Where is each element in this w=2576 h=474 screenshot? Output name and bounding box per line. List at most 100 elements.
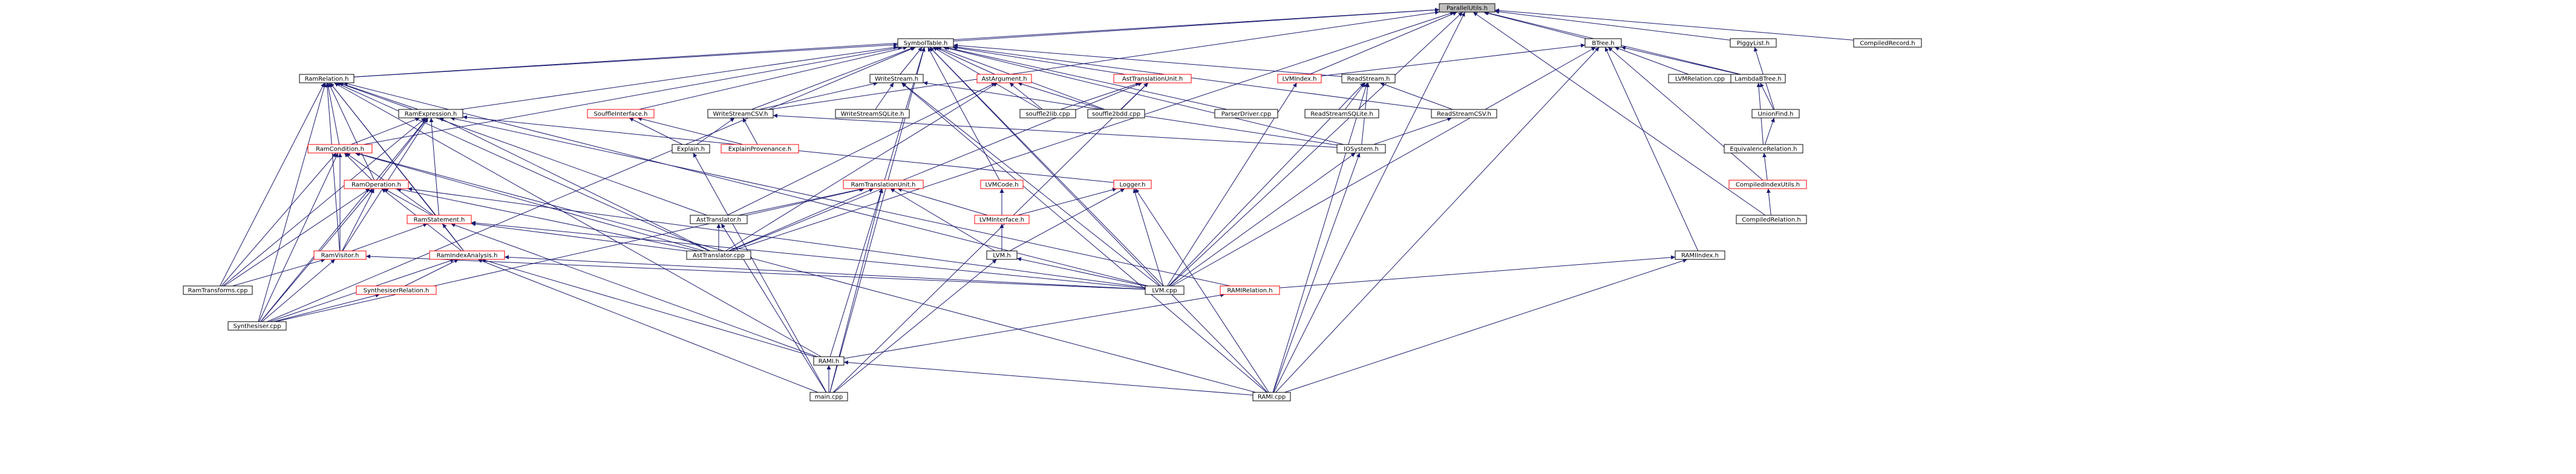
edge-IOSystem-to-ReadStreamCSV — [1373, 117, 1452, 145]
edge-RamExpression-to-SymbolTable — [460, 45, 898, 110]
node-label: LVMCode.h — [985, 182, 1018, 189]
node-label: EquivalenceRelation.h — [1730, 146, 1797, 153]
node-souffle2bdd[interactable]: souffle2bdd.cpp — [1087, 109, 1145, 118]
node-WriteStreamSQLite[interactable]: WriteStreamSQLite.h — [835, 109, 910, 118]
edge-AstTranslationUnit-to-SymbolTable — [952, 45, 1126, 75]
node-RamTransforms[interactable]: RamTransforms.cpp — [183, 285, 253, 295]
node-label: AstTranslationUnit.h — [1122, 76, 1183, 83]
node-AstArgument[interactable]: AstArgument.h — [976, 74, 1032, 83]
node-RAMIRelation[interactable]: RAMIRelation.h — [1220, 285, 1280, 295]
node-RamOperation[interactable]: RamOperation.h — [344, 180, 409, 189]
node-RamCondition[interactable]: RamCondition.h — [307, 144, 373, 154]
node-ParserDriver[interactable]: ParserDriver.cpp — [1214, 109, 1278, 118]
edge-RAMIcpp-to-RamIndex — [1284, 258, 1687, 393]
edge-RamOperation-to-RamExpression — [379, 117, 428, 181]
node-souffle2lib[interactable]: souffle2lib.cpp — [1019, 109, 1076, 118]
node-BTree[interactable]: BTree.h — [1584, 38, 1622, 48]
edge-LVMcpp-to-LVMh — [1016, 257, 1146, 287]
node-label: IOSystem.h — [1344, 146, 1379, 153]
node-LVMh[interactable]: LVM.h — [986, 250, 1018, 260]
edge-SouffleInterface-to-SymbolTable — [639, 46, 907, 110]
edge-RAMIcpp-to-ReadStream — [1272, 82, 1368, 393]
node-label: RAMI.cpp — [1258, 394, 1286, 401]
edge-AstTranslatorCpp-to-RamOperation — [396, 187, 699, 252]
node-label: RamIndexAnalysis.h — [437, 253, 498, 259]
edge-RAMIcpp-to-BTree — [1275, 47, 1600, 393]
edge-SynthesiserRelation-to-RamIndexAnalysis — [404, 259, 459, 287]
node-label: CompiledIndexUtils.h — [1736, 182, 1800, 189]
node-ParallelUtils[interactable]: ParallelUtils.h — [1439, 3, 1496, 13]
edge-Synthesiser-to-RamVisitor — [261, 259, 336, 322]
edge-RamRelation-to-ParallelUtils — [353, 7, 1440, 77]
node-label: RamTranslationUnit.h — [851, 182, 916, 189]
node-label: LVMInterface.h — [979, 217, 1024, 224]
node-label: Logger.h — [1119, 182, 1145, 189]
node-main[interactable]: main.cpp — [809, 392, 848, 401]
edge-Synthesiser-to-SymbolTable — [267, 47, 916, 322]
edge-RAMIcpp-to-IOSystem — [1273, 152, 1361, 393]
node-SynthesiserRelation[interactable]: SynthesiserRelation.h — [356, 285, 437, 295]
node-Logger[interactable]: Logger.h — [1113, 180, 1152, 189]
node-WriteStreamCSV[interactable]: WriteStreamCSV.h — [707, 109, 774, 118]
edge-LVMcpp-to-RamIndexAnalysis — [504, 255, 1146, 290]
edge-IOSystem-to-SymbolTable — [943, 46, 1344, 145]
node-AstTranslatorCpp[interactable]: AstTranslator.cpp — [686, 250, 751, 260]
node-UnionFind[interactable]: UnionFind.h — [1751, 109, 1800, 118]
node-SouffleInterface[interactable]: SouffleInterface.h — [587, 109, 655, 118]
edge-RamStatement-to-RamExpression — [429, 117, 439, 216]
node-LVMCode[interactable]: LVMCode.h — [980, 180, 1024, 189]
node-IOSystem[interactable]: IOSystem.h — [1336, 144, 1386, 154]
node-PiggyList[interactable]: PiggyList.h — [1730, 38, 1777, 48]
node-ReadStreamSQLite[interactable]: ReadStreamSQLite.h — [1304, 109, 1379, 118]
node-RamTranslationUnit[interactable]: RamTranslationUnit.h — [843, 180, 924, 189]
node-RAMIh[interactable]: RAMI.h — [813, 356, 845, 366]
edge-AstTranslatorCpp-to-RamCondition — [355, 152, 704, 252]
edge-LVMInterface-to-Logger — [1017, 187, 1117, 216]
node-RamRelation[interactable]: RamRelation.h — [299, 74, 355, 83]
node-label: CompiledRecord.h — [1860, 41, 1915, 47]
edge-WriteStreamCSV-to-SymbolTable — [751, 47, 915, 110]
node-CompiledRecord[interactable]: CompiledRecord.h — [1853, 38, 1922, 48]
node-RamIndexAnalysis[interactable]: RamIndexAnalysis.h — [429, 250, 505, 260]
node-AstTranslator[interactable]: AstTranslator.h — [690, 215, 748, 224]
node-WriteStream[interactable]: WriteStream.h — [869, 74, 924, 83]
edge-CompiledIndexUtils-to-BTree — [1607, 47, 1764, 181]
node-label: LVMRelation.cpp — [1675, 76, 1725, 83]
node-LambdaBTree[interactable]: LambdaBTree.h — [1730, 74, 1786, 83]
node-label: ExplainProvenance.h — [728, 146, 792, 153]
node-Synthesiser[interactable]: Synthesiser.cpp — [227, 321, 287, 331]
node-RamVisitor[interactable]: RamVisitor.h — [313, 250, 367, 260]
edge-LVMh-to-Logger — [1009, 188, 1125, 252]
node-ReadStream[interactable]: ReadStream.h — [1341, 74, 1396, 83]
node-RAMIcpp[interactable]: RAMI.cpp — [1252, 392, 1291, 401]
node-AstTranslationUnit[interactable]: AstTranslationUnit.h — [1113, 74, 1192, 83]
node-LVMIndex[interactable]: LVMIndex.h — [1277, 74, 1322, 83]
node-LVMInterface[interactable]: LVMInterface.h — [974, 215, 1030, 224]
edge-RAMIcpp-to-SymbolTable — [929, 47, 1268, 393]
edge-LVMRelation-to-BTree — [1614, 47, 1689, 75]
edge-UnionFind-to-LambdaBTree — [1760, 82, 1774, 110]
node-ExplainProvenance[interactable]: ExplainProvenance.h — [721, 144, 799, 154]
edge-RamTransforms-to-RamRelation — [220, 82, 325, 287]
edge-RamStatement-to-RamOperation — [384, 188, 432, 216]
node-LVMRelation[interactable]: LVMRelation.cpp — [1668, 74, 1732, 83]
edge-Explain-to-WriteStreamCSV — [696, 117, 735, 145]
node-CompiledIndexUtils[interactable]: CompiledIndexUtils.h — [1728, 180, 1807, 189]
node-RamIndex[interactable]: RAMIIndex.h — [1675, 250, 1725, 260]
node-RamStatement[interactable]: RamStatement.h — [407, 215, 472, 224]
node-ReadStreamCSV[interactable]: ReadStreamCSV.h — [1431, 109, 1497, 118]
node-EquivalenceRelation[interactable]: EquivalenceRelation.h — [1724, 144, 1803, 154]
edge-RamCondition-to-RamRelation — [326, 82, 340, 145]
node-LVMcpp[interactable]: LVM.cpp — [1145, 285, 1185, 295]
edge-RAMIh-to-RamTranslationUnit — [829, 188, 883, 357]
node-RamExpression[interactable]: RamExpression.h — [398, 109, 463, 118]
edge-Synthesiser-to-RamExpression — [260, 117, 428, 322]
node-label: souffle2bdd.cpp — [1092, 111, 1140, 118]
node-SymbolTable[interactable]: SymbolTable.h — [897, 38, 954, 48]
edge-LVMcpp-to-RamVisitor — [365, 254, 1146, 290]
edge-RamRelation-to-SymbolTable — [353, 42, 898, 77]
node-CompiledRelation[interactable]: CompiledRelation.h — [1736, 215, 1807, 224]
node-Explain[interactable]: Explain.h — [672, 144, 710, 154]
edge-RAMIRelation-to-RamExpression — [450, 117, 1231, 287]
